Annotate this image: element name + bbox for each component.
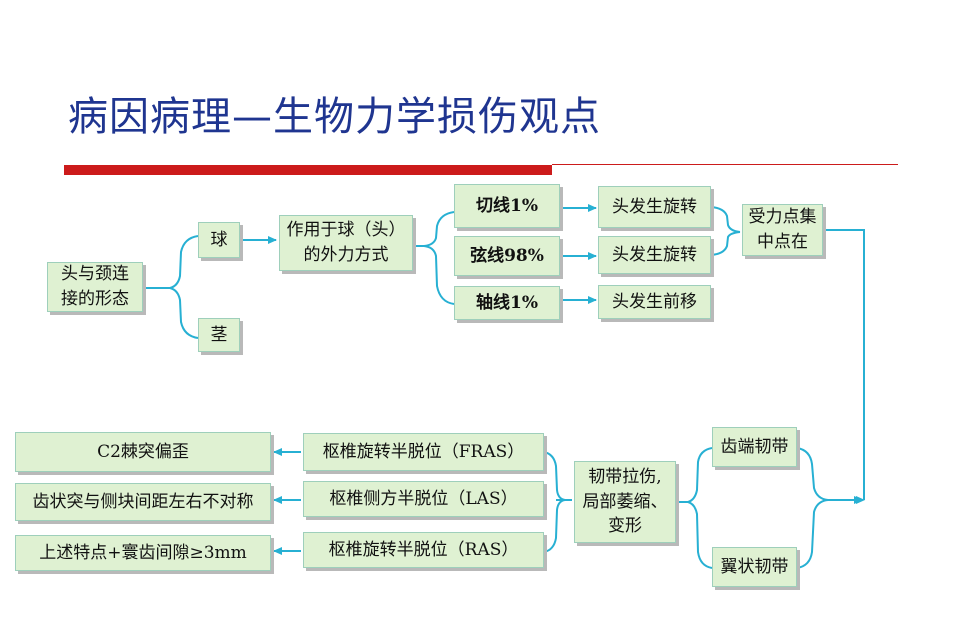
title-underline-thin [552,164,898,165]
node-las: 枢椎侧方半脱位（LAS） [303,481,544,517]
node-ball: 球 [198,222,240,258]
node-c2-deviation: C2棘突偏歪 [15,432,271,472]
node-tangent: 切线1% [454,184,560,228]
node-alar-ligament: 翼状韧带 [712,547,797,587]
node-forward-shift: 头发生前移 [598,285,711,319]
node-force-center: 受力点集 中点在 [742,204,823,256]
node-stem: 茎 [198,318,240,352]
node-asymmetry: 齿状突与侧块间距左右不对称 [15,483,271,521]
node-head-neck-shape: 头与颈连 接的形态 [47,262,143,312]
node-axial: 轴线1% [454,286,560,320]
title-underline-thick [64,165,552,175]
node-chord: 弦线98% [454,236,560,276]
page-title: 病因病理—生物力学损伤观点 [68,94,601,140]
node-features: 上述特点+寰齿间隙≥3mm [15,535,271,571]
node-ligament-injury: 韧带拉伤, 局部萎缩、 变形 [574,461,676,543]
node-ras: 枢椎旋转半脱位（RAS） [303,532,544,568]
node-fras: 枢椎旋转半脱位（FRAS） [303,433,544,471]
node-external-force: 作用于球（头） 的外力方式 [279,215,413,271]
node-rotation-1: 头发生旋转 [598,186,711,228]
node-rotation-2: 头发生旋转 [598,236,711,274]
node-dens-ligament: 齿端韧带 [712,427,797,467]
